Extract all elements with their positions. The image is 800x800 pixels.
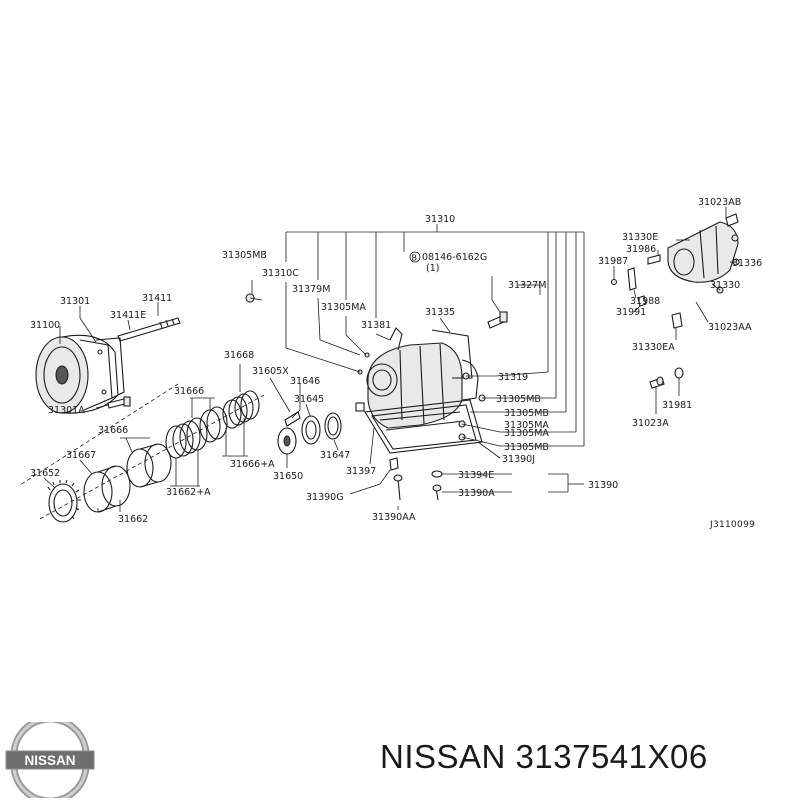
label-31301A: 31301A: [48, 405, 85, 416]
label-31327M: 31327M: [508, 280, 546, 291]
nissan-logo-text: NISSAN: [24, 753, 75, 768]
label-31647: 31647: [320, 450, 350, 461]
label-31023A: 31023A: [632, 418, 669, 429]
oil-pan: [364, 399, 483, 501]
assembly-line-converter: [19, 383, 179, 486]
label-31662+A: 31662+A: [166, 487, 211, 498]
torque-converter: [35, 334, 125, 414]
label-31667: 31667: [66, 450, 96, 461]
label-08146-prefix: B: [412, 254, 418, 263]
label-31305MA-top: 31305MA: [321, 302, 366, 313]
label-31319: 31319: [498, 372, 528, 383]
label-31411: 31411: [142, 293, 172, 304]
callout-labels: 31310 31305MB 31310C 31379M 31305MA 3138…: [30, 197, 762, 530]
nissan-logo: NISSAN: [5, 722, 95, 798]
pump-parts: [277, 411, 342, 455]
label-31310: 31310: [425, 214, 455, 225]
label-31023AA: 31023AA: [708, 322, 752, 333]
label-31301: 31301: [60, 296, 90, 307]
label-31310C: 31310C: [262, 268, 299, 279]
label-31666+A: 31666+A: [230, 459, 275, 470]
drain-bolt-31301A: [107, 396, 131, 409]
label-31023AB: 31023AB: [698, 197, 741, 208]
label-31394E: 31394E: [458, 470, 494, 481]
label-31988: 31988: [630, 296, 660, 307]
label-31390: 31390: [588, 480, 618, 491]
label-31390AA: 31390AA: [372, 512, 416, 523]
label-31986: 31986: [626, 244, 656, 255]
label-31390G: 31390G: [306, 492, 344, 503]
label-31335: 31335: [425, 307, 455, 318]
leader-lines: [43, 207, 736, 512]
label-31411E: 31411E: [110, 310, 146, 321]
label-31330EA: 31330EA: [632, 342, 675, 353]
label-31987: 31987: [598, 256, 628, 267]
label-31390J: 31390J: [502, 454, 535, 465]
label-31379M: 31379M: [292, 284, 330, 295]
label-31305MB-r1: 31305MB: [496, 394, 541, 405]
label-31662: 31662: [118, 514, 148, 525]
nissan-logo-emblem: NISSAN: [5, 722, 95, 798]
bolt-callout-circle: [409, 251, 421, 263]
clutch-stack: [37, 390, 265, 523]
label-31100: 31100: [30, 320, 60, 331]
label-31981: 31981: [662, 400, 692, 411]
label-31666-b: 31666: [98, 425, 128, 436]
label-31305MB-top: 31305MB: [222, 250, 267, 261]
part-number-caption: NISSAN 3137541X06: [380, 738, 708, 775]
diagram-code: J3110099: [709, 520, 755, 530]
label-31646: 31646: [290, 376, 320, 387]
label-31991: 31991: [616, 307, 646, 318]
label-31305MA-r2: 31305MA: [504, 420, 549, 431]
label-08146-qty: (1): [426, 263, 439, 274]
label-31330: 31330: [710, 280, 740, 291]
transmission-case: [245, 293, 508, 429]
label-31330E: 31330E: [622, 232, 658, 243]
label-31605X: 31605X: [252, 366, 289, 377]
label-31390A: 31390A: [458, 488, 495, 499]
label-31652: 31652: [30, 468, 60, 479]
label-31650: 31650: [273, 471, 303, 482]
label-31668: 31668: [224, 350, 254, 361]
label-31336: 31336: [732, 258, 762, 269]
label-31305MB-r2: 31305MB: [504, 408, 549, 419]
label-31305MA-r1: 31305MA: [504, 428, 549, 439]
label-31305MB-r3: 31305MB: [504, 442, 549, 453]
label-31645: 31645: [294, 394, 324, 405]
extension-housing: [610, 213, 740, 389]
label-31666-a: 31666: [174, 386, 204, 397]
label-08146-6162G: 08146-6162G: [422, 252, 487, 263]
label-31397: 31397: [346, 466, 376, 477]
label-31381: 31381: [361, 320, 391, 331]
input-shaft: [117, 317, 181, 342]
